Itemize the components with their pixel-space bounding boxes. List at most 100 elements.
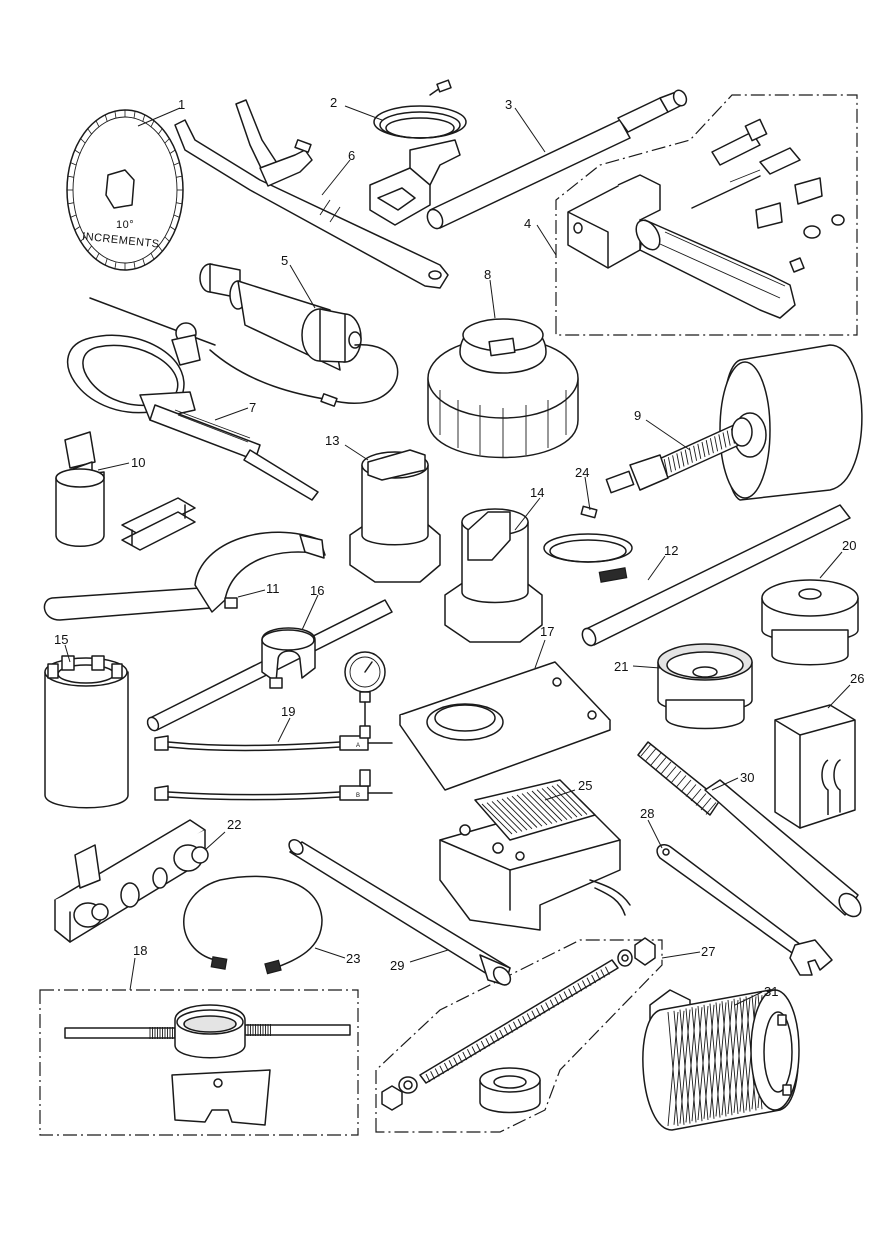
callout-number-16: 16	[310, 583, 324, 598]
knurl-line	[700, 797, 712, 811]
tool-14-socket-adapter	[444, 508, 543, 643]
fin-line	[521, 793, 553, 824]
thread-line	[485, 1038, 491, 1047]
thread-line	[568, 988, 574, 997]
kit-27-boundary	[375, 939, 663, 1133]
tool-15-castellated-socket	[44, 655, 129, 809]
dial-tick	[164, 236, 170, 242]
dial-tick	[70, 214, 77, 218]
dial-tick	[87, 128, 92, 135]
tool-1-degree-disc: 10° INCREMENTS	[66, 109, 184, 271]
callout-number-13: 13	[325, 433, 339, 448]
callout-number-12: 12	[664, 543, 678, 558]
tool-18-die-holder-kit	[64, 1004, 351, 1126]
dial-degree-text: 10°	[116, 219, 134, 231]
thread-line	[457, 1054, 463, 1063]
fin-line	[526, 791, 558, 823]
callout-number-15: 15	[54, 632, 68, 647]
tool-8-oil-filter-wrench	[427, 318, 579, 459]
thread-line	[672, 455, 677, 471]
thread-line	[448, 1060, 454, 1069]
callout-number-5: 5	[281, 253, 288, 268]
tool-2-diagnostic-cable	[369, 79, 467, 226]
fin-line	[481, 803, 513, 835]
thread-line	[462, 1051, 468, 1061]
callout-number-26: 26	[850, 671, 864, 686]
knurl-line	[691, 1007, 703, 1122]
dial-tick	[74, 149, 81, 154]
thread-line	[476, 1043, 482, 1052]
knurl-line	[640, 743, 652, 757]
dial-tick	[173, 214, 180, 218]
tool-9-puller	[605, 344, 863, 501]
knurl-line	[727, 999, 739, 1115]
tool-12-rod	[581, 504, 851, 647]
thread-line	[705, 440, 710, 456]
knurl-line	[695, 793, 707, 806]
dial-tick	[74, 226, 81, 231]
knurl-line	[721, 1001, 733, 1116]
gauge-tag-a: A	[356, 743, 360, 749]
knurl-line	[715, 1002, 727, 1117]
fin-line	[486, 802, 518, 834]
thread-line	[693, 445, 698, 461]
callout-number-21: 21	[614, 659, 628, 674]
callout-number-11: 11	[266, 581, 280, 596]
callout-number-4: 4	[524, 216, 531, 231]
knurl-line	[703, 1004, 715, 1119]
thread-line	[499, 1029, 505, 1039]
thread-line	[494, 1032, 500, 1041]
dial-tick	[67, 202, 74, 205]
dial-tick	[80, 138, 86, 144]
fin-line	[491, 801, 523, 832]
tool-21-cup	[657, 643, 753, 730]
tool-27-bearing-installer-kit	[381, 937, 656, 1114]
thread-line	[453, 1057, 459, 1066]
callout-number-22: 22	[227, 817, 241, 832]
thread-line	[726, 430, 731, 446]
dial-tick	[169, 149, 176, 154]
dial-tick	[176, 175, 183, 178]
thread-line	[581, 980, 587, 989]
callout-leaders	[64, 105, 851, 1006]
dial-tick	[95, 120, 100, 127]
thread-line	[540, 1005, 546, 1014]
callout-number-1: 1	[178, 97, 185, 112]
callout-number-14: 14	[530, 485, 544, 500]
dial-tick	[133, 261, 136, 269]
thread-line	[680, 451, 685, 467]
callout-number-8: 8	[484, 267, 491, 282]
knurl-line	[705, 802, 717, 815]
knurl-line	[690, 788, 702, 802]
thread-line	[517, 1018, 523, 1028]
dial-tick	[133, 111, 136, 119]
knurl-line	[739, 997, 751, 1112]
dial-tick	[150, 120, 155, 127]
tool-25-battery-charger	[439, 779, 631, 931]
callout-number-17: 17	[540, 624, 554, 639]
dial-tick	[114, 111, 117, 119]
knurl-line	[733, 998, 745, 1113]
tool-29-rod	[288, 839, 512, 986]
knurl-line	[660, 761, 672, 775]
thread-line	[466, 1049, 472, 1058]
kit-18-boundary	[39, 989, 359, 1136]
tool-19-pressure-gauge-set: A B	[154, 651, 393, 801]
dial-tick	[142, 114, 146, 122]
thread-line	[471, 1046, 477, 1055]
thread-line	[434, 1068, 440, 1077]
kit-4-boundary	[555, 94, 858, 336]
dial-tick	[70, 162, 77, 166]
callout-number-7: 7	[249, 400, 256, 415]
thread-line	[604, 966, 610, 975]
thread-line	[554, 996, 560, 1006]
dial-tick	[104, 258, 108, 266]
dial-tick	[150, 253, 155, 260]
callout-number-18: 18	[133, 943, 147, 958]
tool-24-lead	[543, 505, 633, 583]
dial-tick	[87, 245, 92, 252]
knurl-line	[697, 1005, 709, 1121]
knurl-line	[673, 1010, 685, 1125]
